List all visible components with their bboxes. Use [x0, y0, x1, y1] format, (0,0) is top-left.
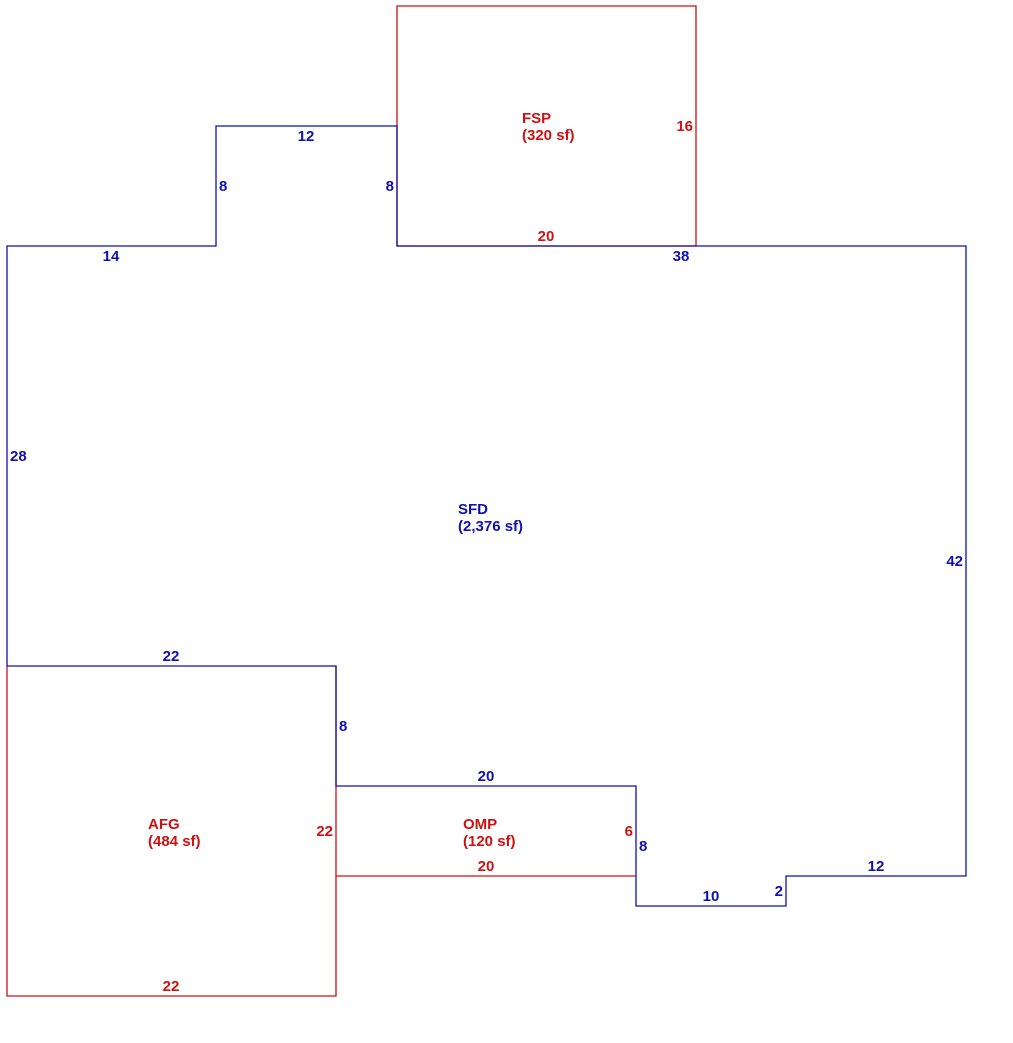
dim-sfd-notch-left: 8 — [339, 718, 347, 735]
dim-sfd-bump-top: 12 — [298, 128, 315, 145]
dim-sfd-right: 42 — [946, 553, 963, 570]
fsp-code-label: FSP — [522, 110, 551, 127]
dim-omp-bottom: 20 — [478, 858, 495, 875]
dim-sfd-bump-right: 8 — [386, 178, 394, 195]
dim-sfd-notch-top: 20 — [478, 768, 495, 785]
dim-omp-right: 6 — [625, 823, 633, 840]
dim-sfd-top-right: 38 — [673, 248, 690, 265]
dim-fsp-right: 16 — [676, 118, 693, 135]
sfd-outline — [6, 125, 967, 907]
dim-sfd-bottom-left: 22 — [163, 648, 180, 665]
dim-afg-bottom: 22 — [163, 978, 180, 995]
afg-code-label: AFG — [148, 816, 180, 833]
afg-outline — [6, 666, 337, 997]
dim-afg-right: 22 — [316, 823, 333, 840]
dim-sfd-top-left: 14 — [103, 248, 120, 265]
sfd-code-label: SFD — [458, 501, 488, 518]
sfd-area-label: (2,376 sf) — [458, 518, 523, 535]
dim-sfd-left: 28 — [10, 448, 27, 465]
dim-fsp-bottom: 20 — [538, 228, 555, 245]
dim-sfd-bottom-step: 10 — [703, 888, 720, 905]
afg-area-label: (484 sf) — [148, 833, 201, 850]
dim-sfd-bump-left: 8 — [219, 178, 227, 195]
fsp-area-label: (320 sf) — [522, 127, 575, 144]
dim-sfd-notch-right: 8 — [639, 838, 647, 855]
afg-area — [6, 666, 337, 997]
dim-sfd-step: 2 — [775, 883, 783, 900]
omp-code-label: OMP — [463, 816, 497, 833]
omp-area-label: (120 sf) — [463, 833, 516, 850]
dim-sfd-bottom-right: 12 — [868, 858, 885, 875]
sfd-area — [6, 125, 967, 907]
